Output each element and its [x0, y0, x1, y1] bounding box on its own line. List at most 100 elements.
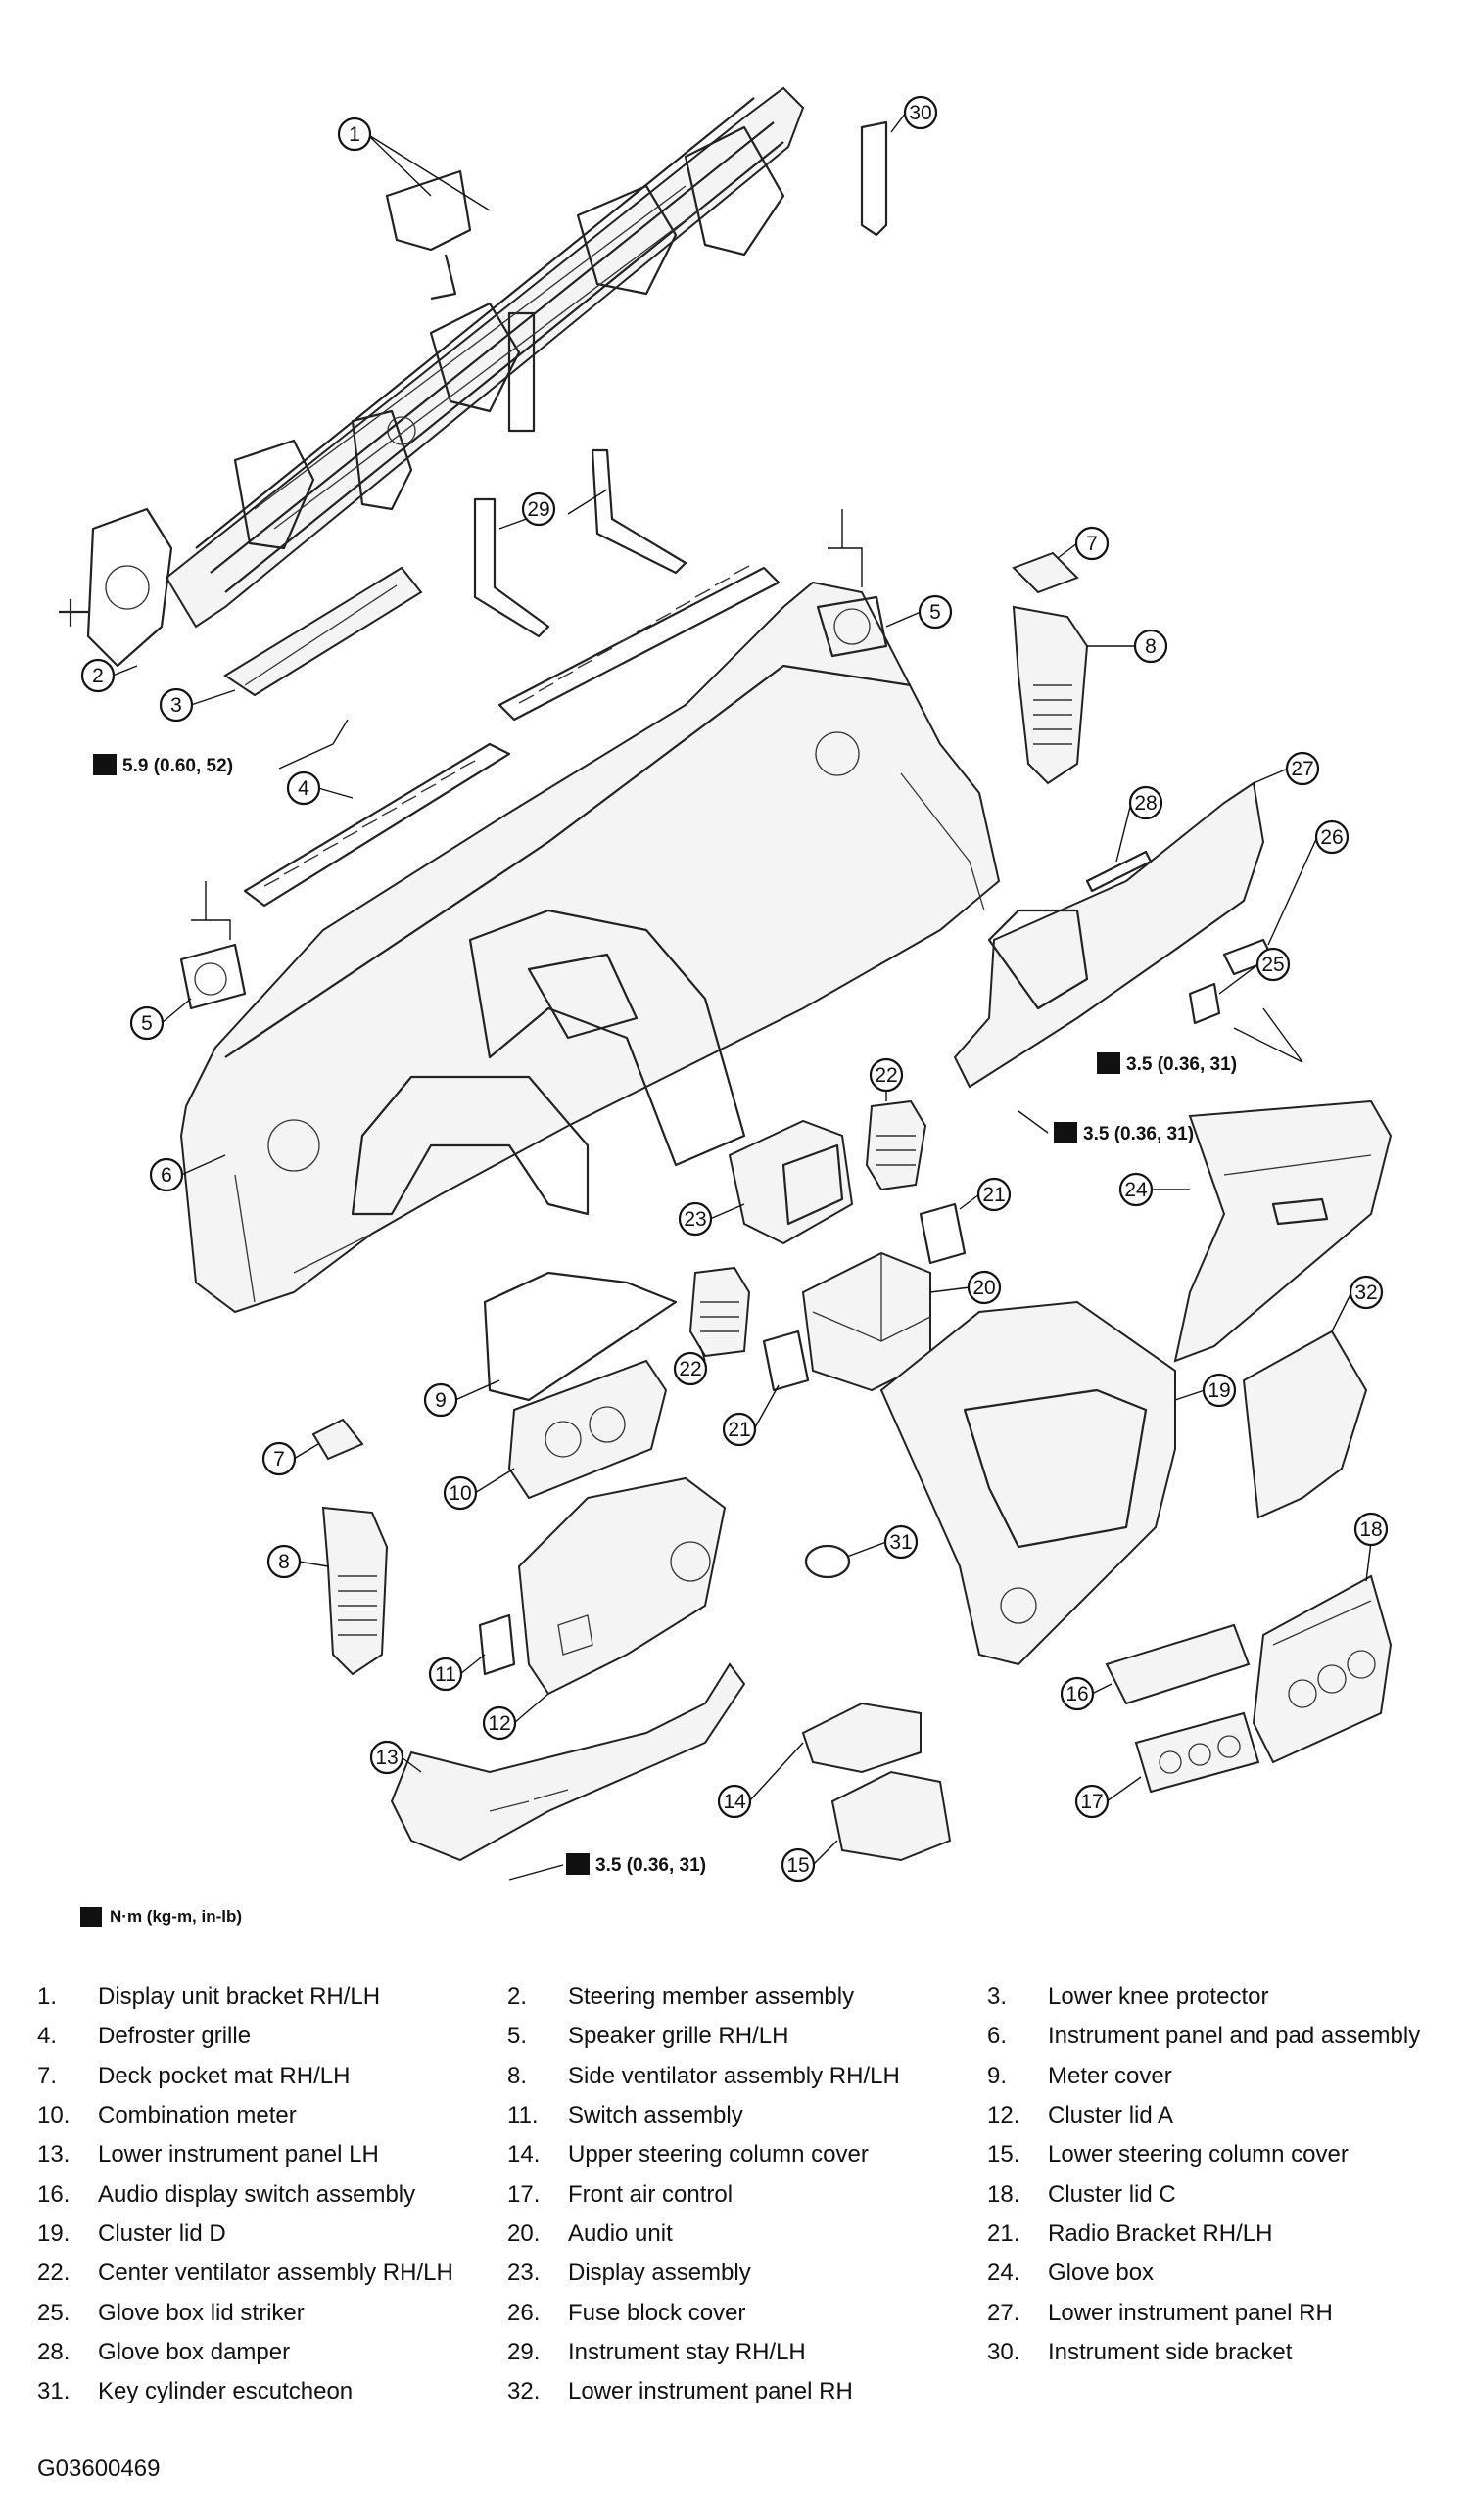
callout-21b: 21	[722, 1384, 780, 1447]
callout-10: 10	[443, 1468, 515, 1511]
legend-item-label: Meter cover	[1048, 2062, 1172, 2089]
legend-item-label: Instrument side bracket	[1048, 2338, 1293, 2365]
legend-item-number: 29.	[507, 2338, 541, 2365]
callout-28: 28	[1115, 785, 1163, 863]
callout-number: 7	[1086, 533, 1098, 555]
callout-number: 25	[1261, 954, 1284, 976]
torque-spec-4: 3.5 (0.36, 31)	[508, 1853, 706, 1881]
legend-item: 7.Deck pocket mat RH/LH	[37, 2063, 507, 2090]
callout-5a: 5	[885, 594, 953, 630]
combination-meter	[507, 1359, 668, 1500]
deck-pocket-mat-right	[1012, 551, 1079, 594]
callout-number: 8	[1145, 635, 1157, 658]
legend-item-number: 15.	[987, 2141, 1020, 2169]
legend-item: 6.Instrument panel and pad assembly	[987, 2023, 1447, 2050]
callout-number: 30	[909, 102, 931, 124]
upper-steering-column-cover	[801, 1702, 922, 1774]
svg-text:5.9 (0.60, 52): 5.9 (0.60, 52)	[122, 756, 233, 776]
legend-item-label: Speaker grille RH/LH	[568, 2023, 789, 2050]
legend-item: 12.Cluster lid A	[987, 2102, 1447, 2129]
legend-item-number: 30.	[987, 2338, 1020, 2365]
legend-item-number: 8.	[507, 2062, 528, 2089]
cluster-lid-a	[517, 1476, 727, 1696]
side-ventilator-left	[321, 1506, 389, 1676]
legend-item: 22.Center ventilator assembly RH/LH	[37, 2260, 507, 2287]
callout-number: 21	[728, 1419, 750, 1441]
callout-number: 9	[435, 1389, 447, 1412]
callout-11: 11	[428, 1654, 486, 1692]
svg-text:3.5 (0.36, 31): 3.5 (0.36, 31)	[1083, 1124, 1194, 1144]
legend-item-number: 18.	[987, 2180, 1020, 2208]
legend-item: 27. Lower instrument panel RH	[987, 2300, 1447, 2327]
legend-item-label: Side ventilator assembly RH/LH	[568, 2062, 900, 2089]
callout-number: 17	[1080, 1791, 1103, 1813]
display-assembly	[728, 1119, 854, 1245]
exploded-parts-diagram: 1 30 29 5 7 8 2 3 4 28 27 26 25 5 22 6 2…	[59, 86, 1393, 1883]
legend-item: 13.Lower instrument panel LH	[37, 2141, 507, 2169]
callout-2: 2	[80, 658, 138, 693]
legend-item-number: 32.	[507, 2378, 541, 2405]
legend-item-label: Lower instrument panel RH	[1048, 2299, 1333, 2326]
callout-number: 2	[92, 665, 104, 687]
callout-6: 6	[149, 1154, 226, 1192]
legend-item-number: 10.	[37, 2102, 71, 2129]
legend-item-label: Cluster lid D	[98, 2219, 226, 2247]
legend-item-number: 31.	[37, 2378, 71, 2405]
legend-item-label: Lower instrument panel LH	[98, 2141, 379, 2169]
torque-spec-3: 3.5 (0.36, 31)	[1018, 1110, 1194, 1144]
instrument-stay	[473, 448, 687, 638]
svg-text:3.5 (0.36, 31): 3.5 (0.36, 31)	[1126, 1054, 1237, 1075]
legend-item-label: Glove box damper	[98, 2338, 291, 2365]
legend-item-number: 24.	[987, 2260, 1020, 2287]
callout-32: 32	[1331, 1275, 1384, 1332]
callout-15: 15	[781, 1840, 838, 1883]
legend-item-label: Defroster grille	[98, 2023, 252, 2050]
legend-item-number: 27.	[987, 2299, 1020, 2326]
callout-number: 7	[273, 1448, 285, 1470]
callout-20: 20	[929, 1270, 1002, 1305]
callout-number: 28	[1134, 792, 1157, 815]
legend-item-number: 26.	[507, 2299, 541, 2326]
legend-item: 3.Lower knee protector	[987, 1983, 1447, 2011]
glove-box-lid-striker	[1188, 982, 1221, 1025]
callout-14: 14	[717, 1742, 804, 1819]
callout-1: 1	[337, 117, 491, 211]
legend-item-number: 12.	[987, 2102, 1020, 2129]
callout-7a: 7	[1057, 526, 1110, 561]
legend-item-label: Key cylinder escutcheon	[98, 2378, 354, 2405]
callout-number: 31	[889, 1531, 912, 1554]
callout-number: 5	[929, 601, 941, 624]
callout-number: 23	[684, 1208, 706, 1231]
legend-item-label: Glove box lid striker	[98, 2299, 305, 2326]
legend-item: 30. Instrument side bracket	[987, 2339, 1447, 2366]
legend-item: 10.Combination meter	[37, 2102, 507, 2129]
legend-item-number: 3.	[987, 1983, 1008, 2011]
torque-spec-2: 3.5 (0.36, 31)	[1097, 1007, 1303, 1075]
callout-31: 31	[846, 1524, 919, 1560]
legend-item: 1.Display unit bracket RH/LH	[37, 1983, 507, 2011]
legend-item-number: 16.	[37, 2180, 71, 2208]
deck-pocket-mat-left	[311, 1418, 364, 1461]
center-ventilator-lower	[688, 1266, 751, 1358]
legend-item-number: 1.	[37, 1983, 58, 2011]
legend-item-number: 2.	[507, 1983, 528, 2011]
legend-item-label: Lower steering column cover	[1048, 2141, 1349, 2169]
callout-22b: 22	[673, 1345, 708, 1386]
legend-item-label: Audio unit	[568, 2219, 673, 2247]
callout-number: 8	[278, 1551, 290, 1573]
speaker-grille-right	[816, 509, 888, 658]
instrument-panel-pad-assembly	[179, 581, 1001, 1314]
lower-instrument-panel-rh-panel	[1242, 1330, 1368, 1519]
legend-item-number: 7.	[37, 2062, 58, 2089]
callout-30: 30	[890, 95, 938, 133]
callout-18: 18	[1353, 1512, 1389, 1582]
meter-cover	[483, 1271, 678, 1402]
callout-number: 20	[972, 1277, 995, 1299]
